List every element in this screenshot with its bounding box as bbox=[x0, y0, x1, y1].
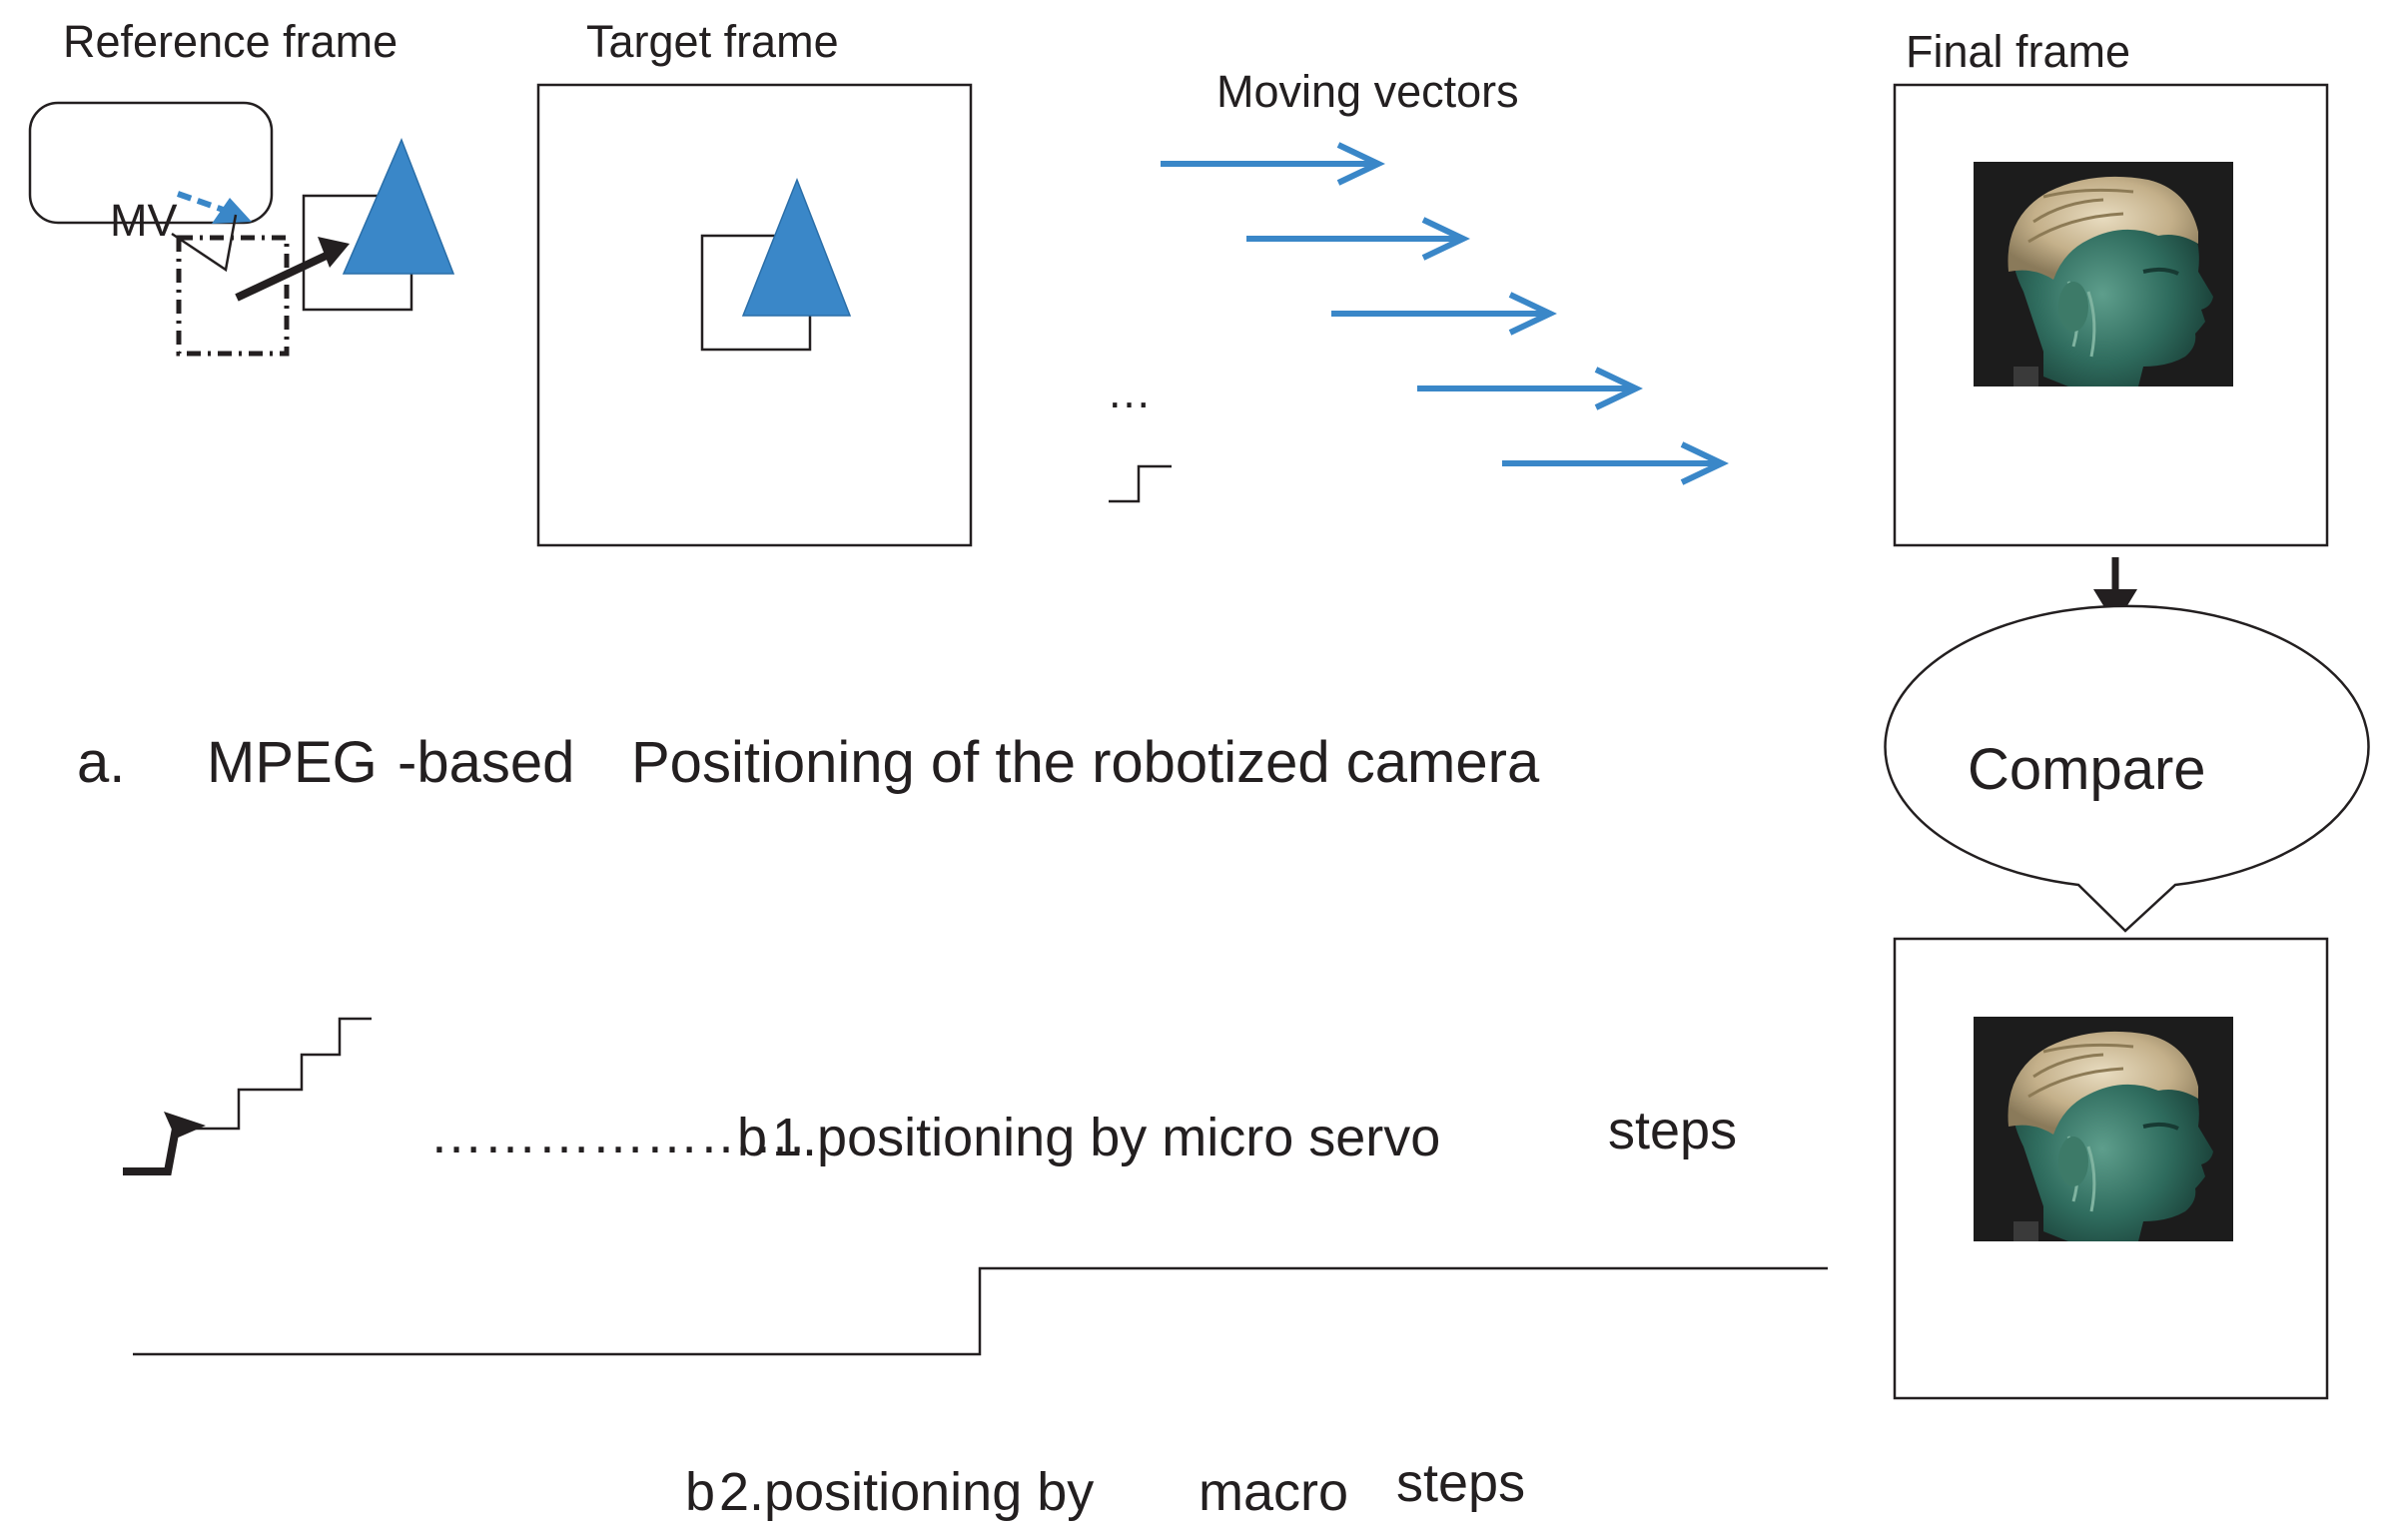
reference-block-dashdot bbox=[176, 235, 290, 357]
reference-frame-box bbox=[28, 101, 274, 225]
caption-a-mpeg: MPEG bbox=[207, 730, 378, 795]
mv-dashed-arrowhead bbox=[212, 198, 252, 224]
b2-prefix: b bbox=[685, 1462, 715, 1522]
moving-vector-arrow bbox=[1502, 441, 1729, 485]
micro-step-staircase bbox=[175, 1017, 372, 1131]
current-frame-box bbox=[1893, 937, 2329, 1400]
final-frame-box bbox=[1893, 83, 2329, 547]
reference-triangle bbox=[342, 138, 455, 275]
ellipsis-label: … bbox=[1107, 367, 1152, 417]
micro-step-base bbox=[123, 1128, 180, 1175]
macro-step-line bbox=[133, 1266, 1828, 1356]
b1-dots: ………………… bbox=[429, 1105, 807, 1164]
target-frame-box bbox=[536, 83, 973, 547]
compare-bubble bbox=[1884, 604, 2370, 933]
current-frame-head-image bbox=[1972, 1015, 2235, 1243]
final-frame-head-image bbox=[1972, 160, 2235, 388]
target-frame-label: Target frame bbox=[586, 16, 839, 67]
moving-vector-arrow bbox=[1161, 142, 1385, 186]
target-triangle bbox=[741, 177, 852, 317]
moving-vector-arrow bbox=[1331, 292, 1557, 336]
moving-vectors bbox=[1161, 142, 1729, 485]
mv-callout-pointer bbox=[171, 214, 238, 273]
b2-label: 2.positioning by bbox=[719, 1462, 1094, 1522]
final-frame-label: Final frame bbox=[1906, 26, 2130, 77]
compare-label: Compare bbox=[1968, 737, 2206, 802]
b1-steps-label: steps bbox=[1608, 1101, 1737, 1160]
caption-a-letter: a. bbox=[77, 730, 125, 795]
moving-vectors-label: Moving vectors bbox=[1216, 66, 1519, 117]
b2-steps-label: steps bbox=[1396, 1453, 1525, 1513]
micro-step-pointer bbox=[164, 1112, 206, 1139]
b2-macro-label: macro bbox=[1199, 1462, 1348, 1522]
moving-vector-arrow bbox=[1246, 217, 1470, 261]
small-step-line bbox=[1109, 464, 1172, 503]
b1-prefix: b bbox=[737, 1108, 767, 1167]
motion-vector-arrow bbox=[235, 248, 337, 302]
caption-a-based: -based bbox=[398, 730, 574, 795]
b1-label: 1.positioning by micro servo bbox=[772, 1108, 1440, 1167]
motion-vector-arrowhead bbox=[318, 237, 350, 268]
reference-frame-label: Reference frame bbox=[63, 16, 398, 67]
mv-label: MV bbox=[110, 195, 178, 246]
moving-vector-arrow bbox=[1417, 367, 1643, 410]
caption-a-title: Positioning of the robotized camera bbox=[631, 730, 1540, 795]
